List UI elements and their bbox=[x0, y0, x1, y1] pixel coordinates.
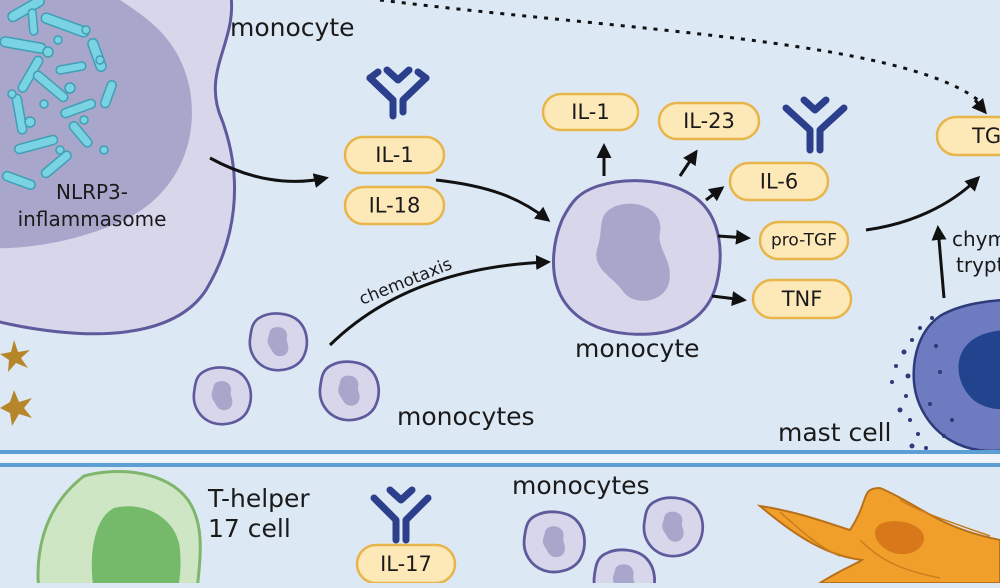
th17-label-line2: 17 cell bbox=[208, 514, 291, 543]
dotted-arrow-head bbox=[971, 97, 987, 115]
cytokine-il17-label: IL-17 bbox=[380, 552, 432, 576]
monocyte-large bbox=[0, 0, 236, 336]
monocyte-center bbox=[552, 179, 722, 336]
divider-gap bbox=[0, 454, 1000, 463]
fibroblast-cell bbox=[756, 486, 1000, 584]
antibody-icon bbox=[782, 96, 848, 154]
cytokine-il6 bbox=[728, 161, 830, 202]
divider-line-bottom bbox=[0, 463, 1000, 467]
monocyte-center-label: monocyte bbox=[575, 334, 700, 363]
arrow-to-il6 bbox=[705, 186, 725, 202]
cytokine-il23 bbox=[657, 101, 761, 141]
monocyte-top-label: monocyte bbox=[230, 13, 355, 42]
inflammasome-label-line1: NLRP3- bbox=[56, 180, 128, 204]
arrow-to-center-monocyte bbox=[435, 178, 551, 222]
cytokine-tgf bbox=[935, 115, 1000, 157]
chemotaxis-arrow bbox=[328, 254, 551, 347]
mast-cell-enzyme-2: trypt bbox=[956, 253, 1000, 277]
cytokine-pro-tgf-label: pro-TGF bbox=[771, 231, 837, 251]
monocytes-bottom-label: monocytes bbox=[512, 471, 650, 500]
monocyte-small-1 bbox=[248, 312, 309, 372]
cytokine-tnf bbox=[751, 278, 853, 320]
monocytes-mid-label: monocytes bbox=[397, 402, 535, 431]
mast-cell-enzyme-1: chym bbox=[952, 227, 1000, 251]
star-particle-icon bbox=[0, 340, 32, 426]
divider-line-top bbox=[0, 450, 1000, 454]
antibody-icon bbox=[370, 486, 432, 544]
cytokine-pro-tgf bbox=[758, 220, 850, 261]
cytokine-il6-label: IL-6 bbox=[760, 170, 798, 194]
cytokine-il1-left bbox=[343, 135, 446, 175]
antibody-icon bbox=[366, 66, 430, 120]
cytokine-il23-label: IL-23 bbox=[683, 109, 735, 133]
cytokine-tgf-label: TGF- bbox=[971, 124, 1000, 148]
arrow-to-tgf bbox=[865, 175, 981, 232]
cytokine-il1-left-label: IL-1 bbox=[375, 143, 413, 167]
cytokine-tnf-label: TNF bbox=[781, 287, 823, 311]
arrow-to-il23 bbox=[678, 149, 698, 177]
crystal-icon bbox=[0, 0, 117, 190]
monocyte-bottom-1 bbox=[522, 510, 586, 574]
th17-label-line1: T-helper bbox=[207, 484, 310, 513]
arrow-to-il1 bbox=[209, 156, 329, 188]
cytokine-il18 bbox=[343, 185, 446, 226]
th17-cell bbox=[36, 470, 202, 588]
mast-cell bbox=[890, 299, 1000, 453]
inflammasome-label-line2: inflammasome bbox=[18, 207, 167, 231]
cytokine-il18-label: IL-18 bbox=[369, 194, 421, 218]
monocyte-small-3 bbox=[318, 360, 381, 422]
arrow-mast-to-tgf bbox=[931, 225, 947, 299]
arrow-to-tnf bbox=[711, 291, 747, 306]
cytokine-il1-top-label: IL-1 bbox=[571, 100, 609, 124]
arrow-to-pro-tgf bbox=[717, 229, 751, 245]
monocyte-small-2 bbox=[192, 366, 253, 426]
mast-cell-label: mast cell bbox=[778, 418, 891, 447]
cytokine-il1-top bbox=[541, 92, 640, 132]
monocyte-bottom-2 bbox=[642, 496, 705, 558]
